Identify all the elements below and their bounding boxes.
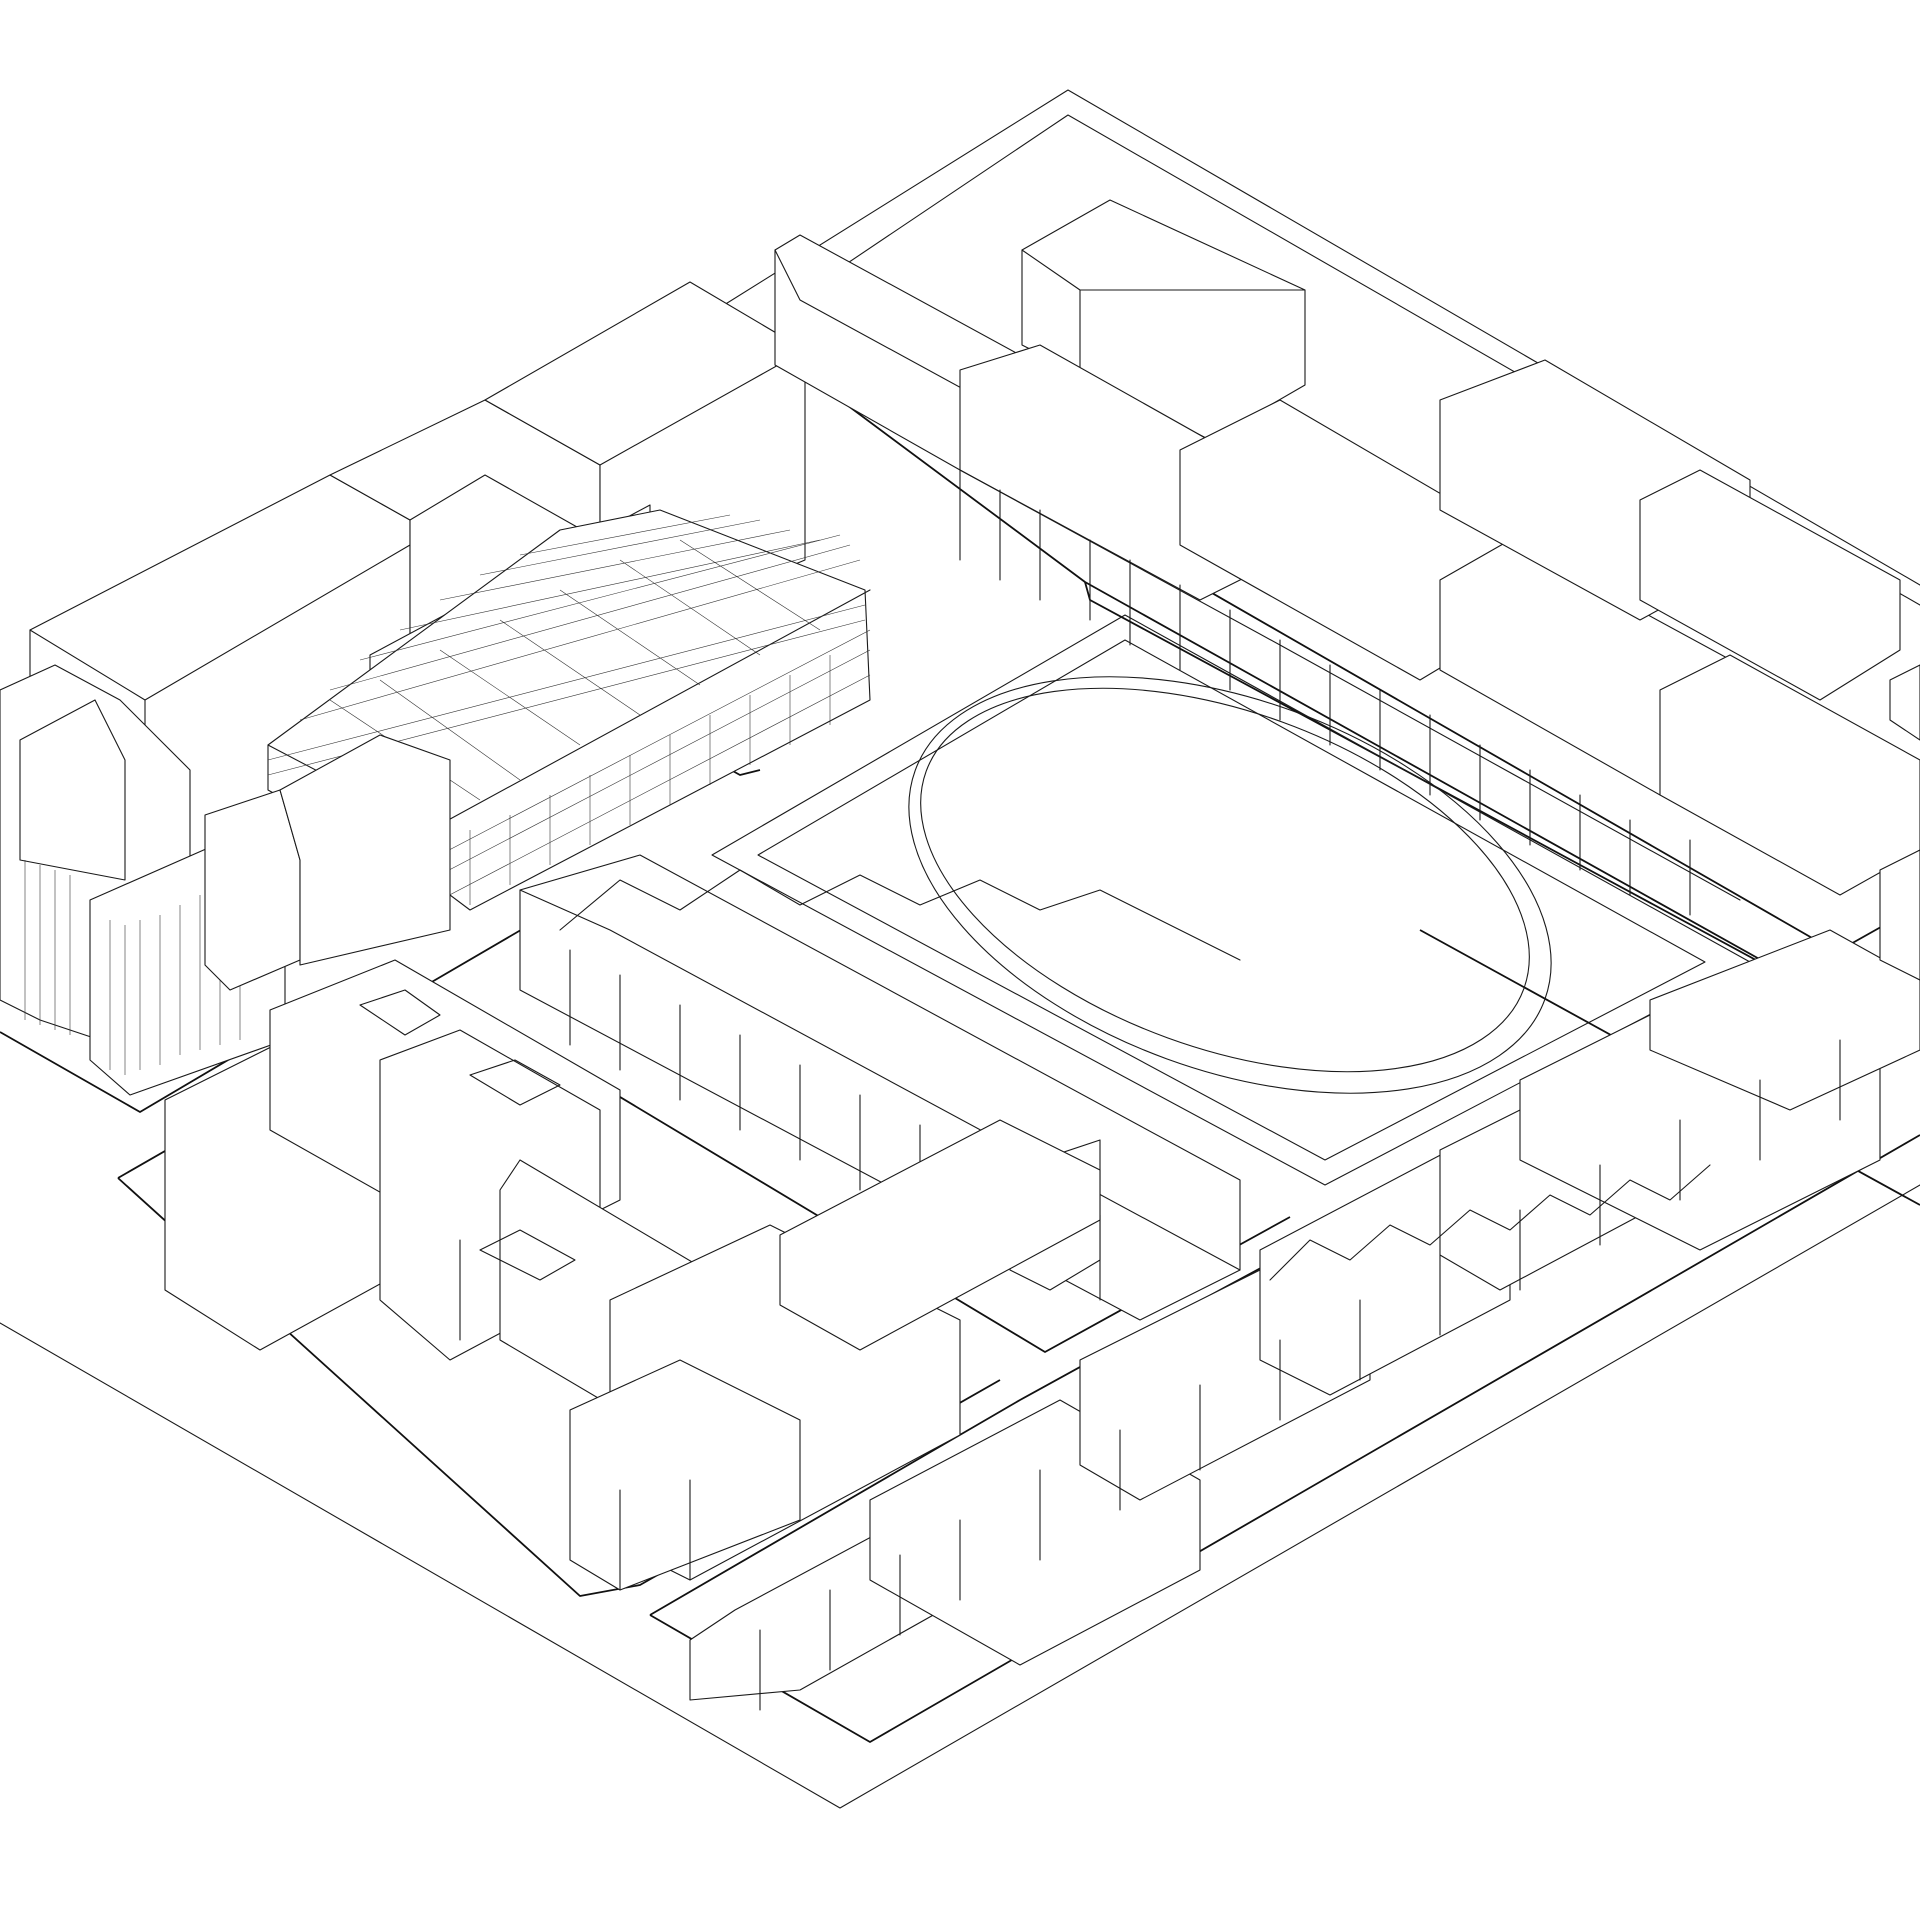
buildings-west-edge <box>0 665 450 1095</box>
oval-track-inner <box>869 613 1582 1146</box>
terraced-row-north <box>775 200 1920 915</box>
courtyard-blocks-southwest <box>165 960 1100 1590</box>
buildings-east-edge <box>1880 665 1920 980</box>
oval-track-outer <box>852 597 1608 1174</box>
terraced-row-southeast <box>690 930 1920 1710</box>
